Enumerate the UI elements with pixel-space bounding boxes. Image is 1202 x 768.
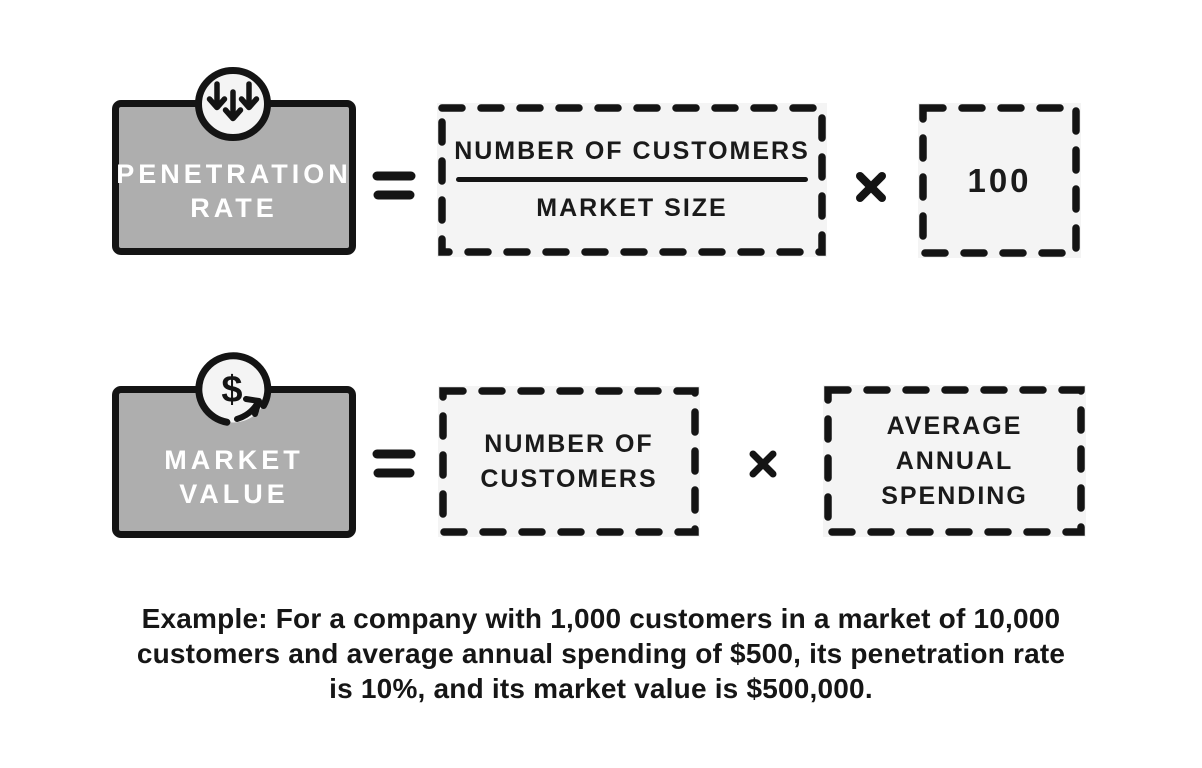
market-value-factor2-box: AVERAGE ANNUAL SPENDING bbox=[823, 385, 1086, 537]
example-caption: Example: For a company with 1,000 custom… bbox=[0, 601, 1202, 706]
dashed-border bbox=[438, 104, 826, 256]
multiplier-box: 100 bbox=[918, 103, 1081, 258]
dollar-cycle-icon: $ bbox=[191, 348, 275, 430]
fraction-bar bbox=[456, 177, 808, 182]
equals-icon bbox=[371, 444, 417, 484]
penetration-rate-fraction-box: NUMBER OF CUSTOMERS MARKET SIZE bbox=[437, 103, 827, 257]
factor1-line1: NUMBER OF bbox=[484, 429, 654, 458]
factor1-line2: CUSTOMERS bbox=[480, 464, 658, 493]
penetration-rate-label-line1: PENETRATION bbox=[116, 158, 352, 189]
multiply-icon bbox=[851, 167, 891, 207]
dashed-border bbox=[439, 387, 699, 536]
multiplier-value: 100 bbox=[967, 161, 1032, 199]
example-line2: customers and average annual spending of… bbox=[136, 638, 1066, 669]
dashed-border bbox=[824, 386, 1085, 536]
market-value-label-line1: MARKET bbox=[164, 445, 304, 475]
example-line1: Example: For a company with 1,000 custom… bbox=[141, 603, 1061, 634]
example-line3: is 10%, and its market value is $500,000… bbox=[329, 673, 873, 704]
numerator-label: NUMBER OF CUSTOMERS bbox=[454, 137, 810, 165]
svg-text:$: $ bbox=[221, 369, 242, 411]
dashed-border bbox=[919, 104, 1080, 257]
factor2-line2: ANNUAL bbox=[895, 446, 1014, 475]
market-value-label-line2: VALUE bbox=[179, 479, 289, 509]
multiply-icon bbox=[746, 447, 780, 481]
triple-down-arrows-icon bbox=[191, 63, 275, 145]
penetration-rate-label-line2: RATE bbox=[190, 192, 278, 223]
factor2-line3: SPENDING bbox=[881, 481, 1028, 510]
denominator-label: MARKET SIZE bbox=[536, 194, 728, 222]
market-value-factor1-box: NUMBER OF CUSTOMERS bbox=[438, 386, 700, 537]
equals-icon bbox=[371, 166, 417, 206]
factor2-line1: AVERAGE bbox=[886, 411, 1023, 440]
